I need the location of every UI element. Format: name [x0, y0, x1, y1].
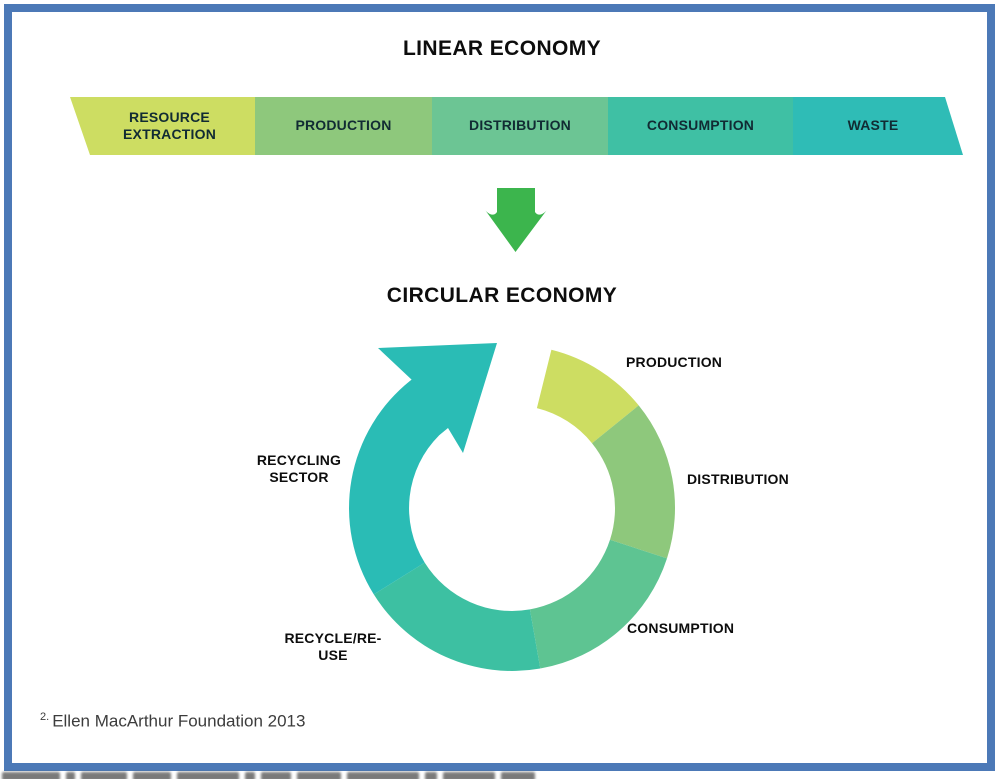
- ring-segment-recycle-re-use: [373, 562, 541, 671]
- ring-label-recycling-sector: RECYCLING SECTOR: [256, 452, 342, 486]
- footnote-text: Ellen MacArthur Foundation 2013: [52, 711, 306, 731]
- ring-label-consumption: CONSUMPTION: [627, 620, 735, 636]
- ring-label-production: PRODUCTION: [626, 354, 723, 370]
- stage-label: DISTRIBUTION: [469, 117, 571, 134]
- stage-label: RESOURCE EXTRACTION: [123, 108, 216, 143]
- down-arrow-icon: [485, 188, 547, 252]
- ring-segment-distribution: [592, 405, 676, 559]
- cropped-caption-remnant: [2, 772, 562, 779]
- ring-segment-consumption: [529, 539, 667, 669]
- stage-label: PRODUCTION: [295, 117, 392, 134]
- circular-diagram: [349, 343, 676, 671]
- stage-label: WASTE: [847, 117, 899, 134]
- stage-distribution: DISTRIBUTION: [432, 97, 608, 155]
- ring-label-distribution: DISTRIBUTION: [687, 471, 789, 487]
- stage-consumption: CONSUMPTION: [608, 97, 793, 155]
- source-footnote: 2.Ellen MacArthur Foundation 2013: [40, 711, 305, 732]
- stage-resource-extraction: RESOURCE EXTRACTION: [70, 97, 255, 155]
- linear-flow-banner: RESOURCE EXTRACTION PRODUCTION DISTRIBUT…: [70, 97, 963, 155]
- footnote-marker: 2.: [40, 711, 50, 723]
- stage-waste: WASTE: [793, 97, 963, 155]
- linear-economy-title: LINEAR ECONOMY: [402, 37, 602, 60]
- ring-label-recycle-reuse: RECYCLE/RE-USE: [284, 630, 382, 664]
- ring-segment-production: [536, 349, 639, 444]
- circular-economy-title: CIRCULAR ECONOMY: [386, 284, 618, 307]
- recycling-cycle-arrow: [349, 343, 497, 595]
- stage-label: CONSUMPTION: [646, 117, 755, 134]
- stage-production: PRODUCTION: [255, 97, 432, 155]
